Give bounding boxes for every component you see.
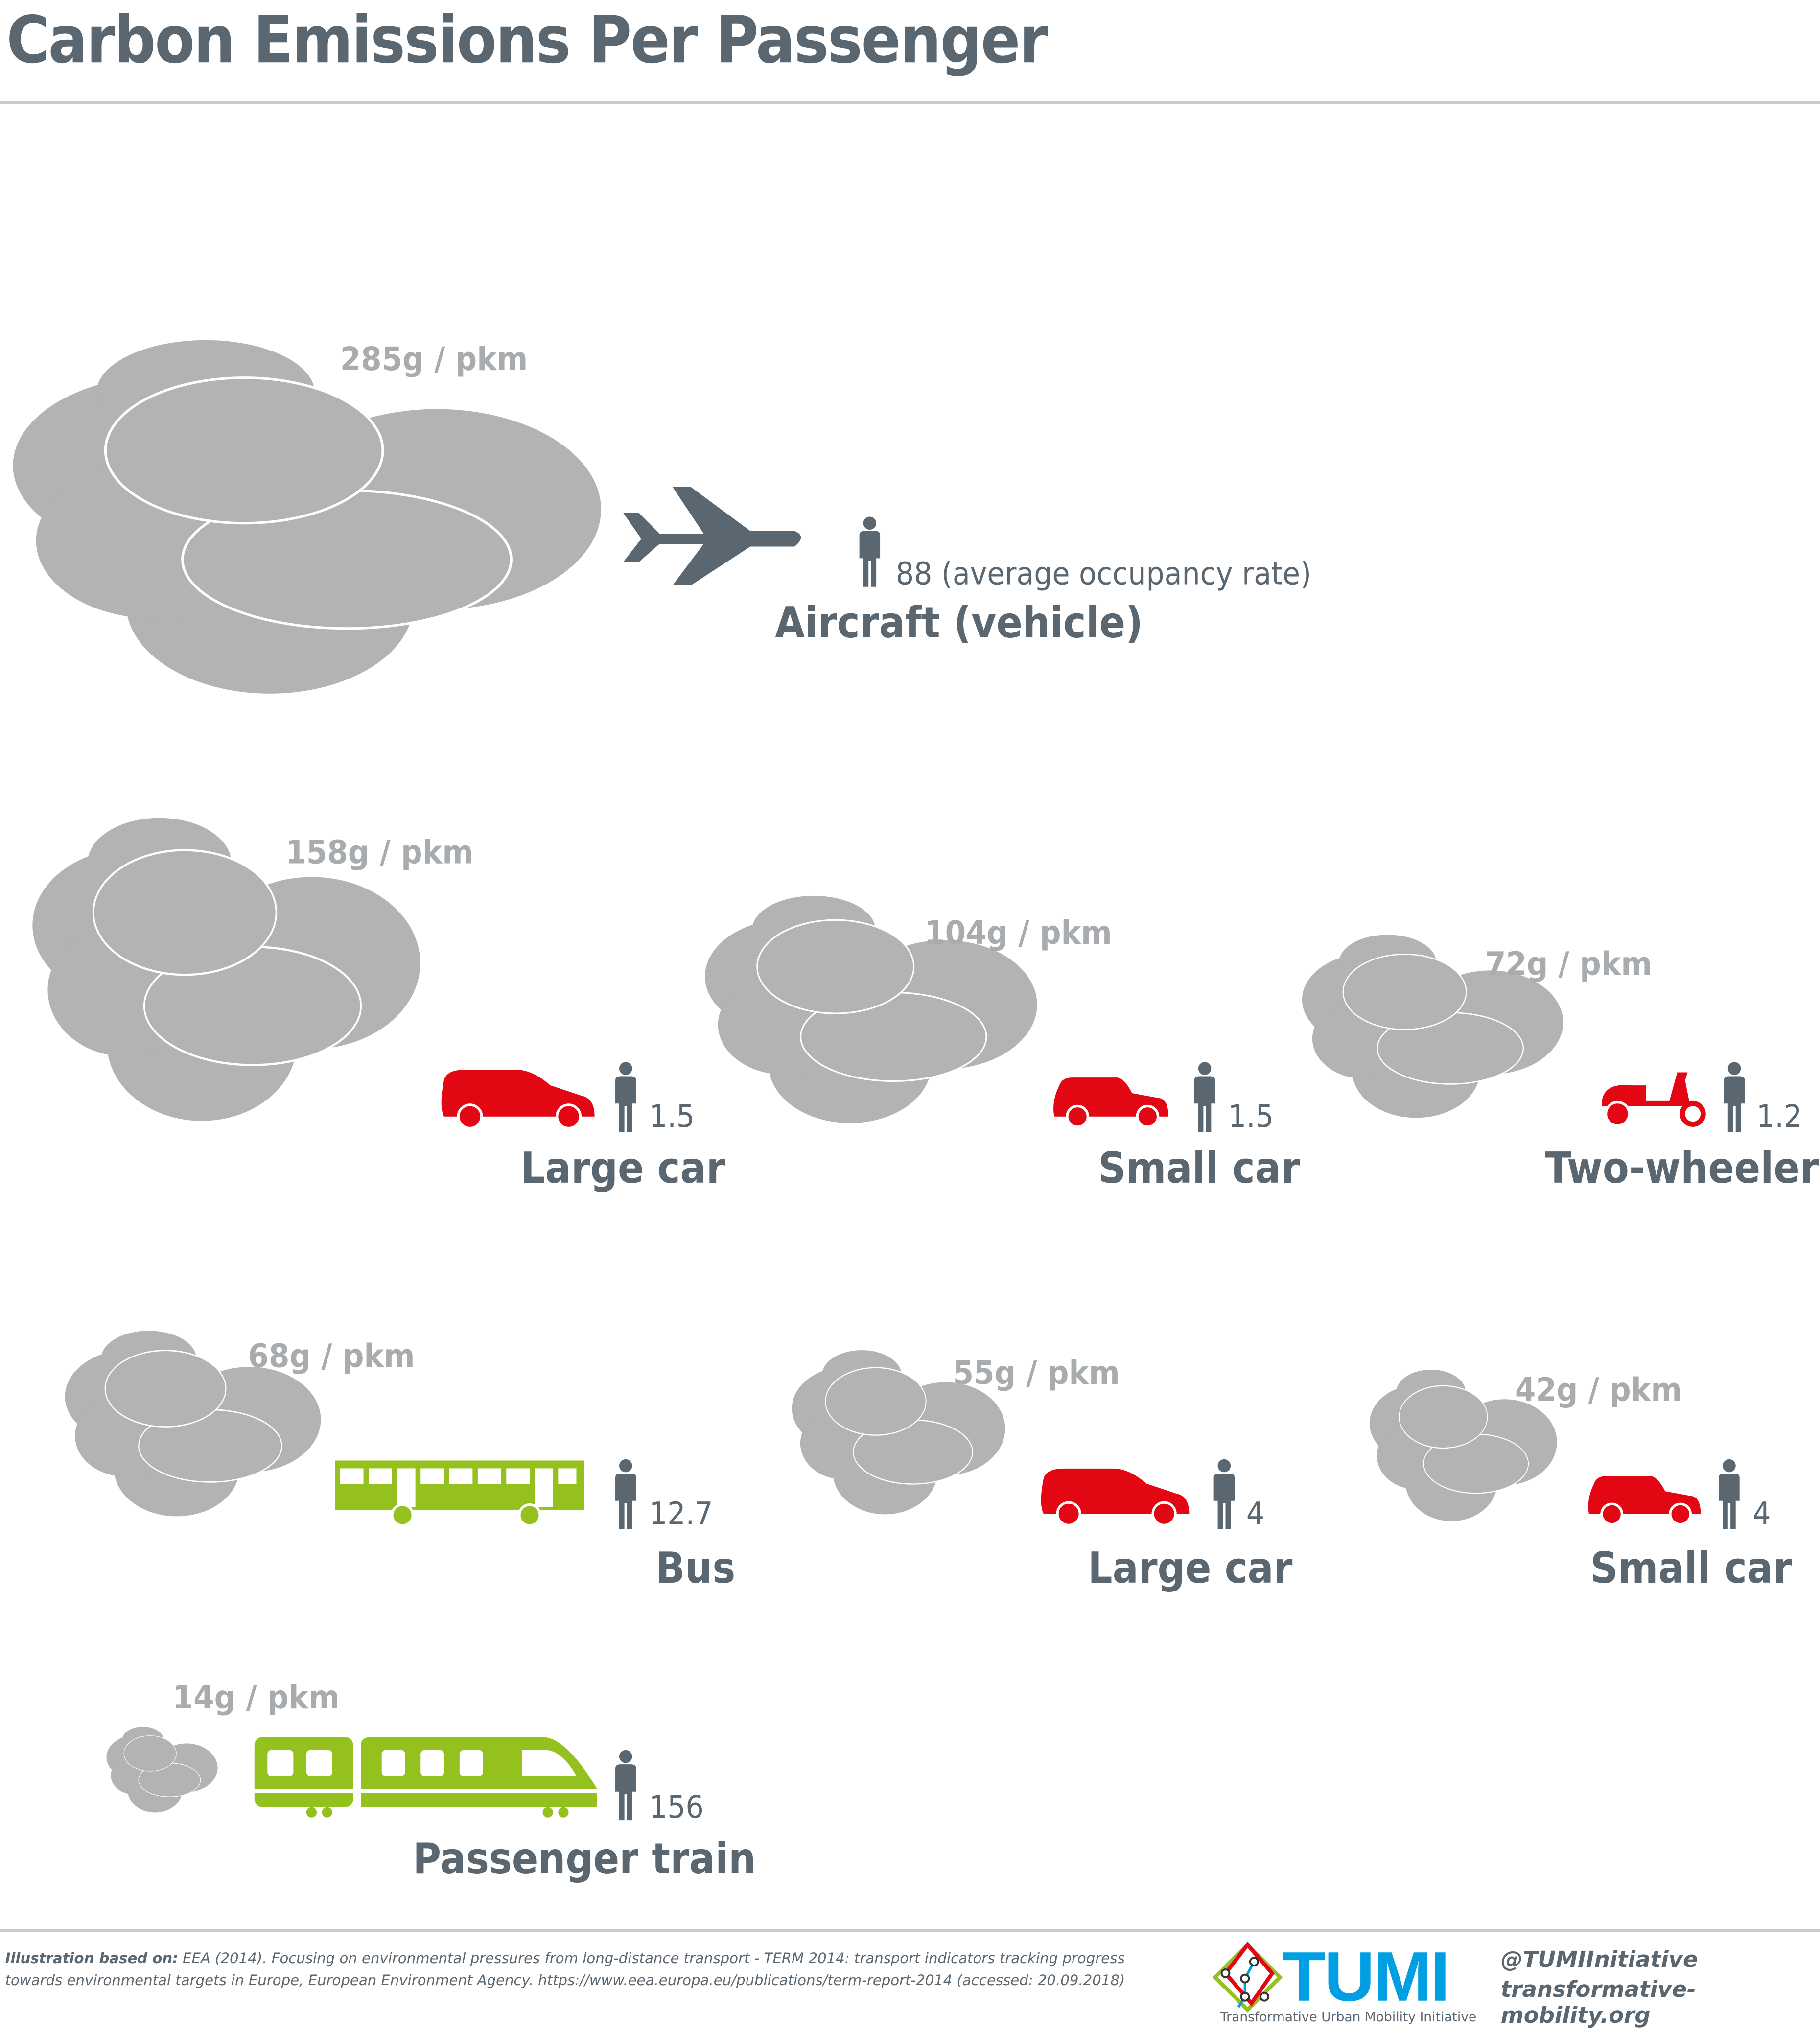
person-icon [615,1750,636,1821]
person-icon [1194,1062,1215,1132]
scooter-icon [1602,1072,1706,1127]
emission-value: 72g / pkm [1485,945,1652,983]
person-icon [1724,1062,1745,1132]
person-icon [859,516,881,587]
transport-mode-name: Passenger train [413,1833,756,1884]
occupancy-value: 12.7 [649,1496,713,1532]
page-title: Carbon Emissions Per Passenger [6,2,1048,78]
emission-cloud-icon [106,1726,218,1813]
person-icon [615,1459,636,1530]
person-icon [615,1062,636,1132]
transport-mode-name: Large car [1088,1542,1293,1593]
small-car-icon [1588,1476,1701,1526]
train-icon [254,1737,597,1818]
person-icon [1213,1459,1235,1530]
bus-icon [335,1460,584,1527]
tumi-logo-text: TUMI [1283,1938,1450,2016]
occupancy-value: 1.5 [1228,1098,1274,1135]
transport-mode-name: Two-wheeler [1544,1142,1819,1194]
emission-cloud-icon [13,340,604,704]
emission-value: 68g / pkm [248,1337,415,1375]
tumi-logo-icon [1212,1942,1283,2013]
occupancy-value: 156 [649,1789,704,1825]
emission-value: 104g / pkm [924,914,1112,952]
transport-mode-name: Small car [1590,1542,1792,1593]
emission-value: 285g / pkm [340,340,528,378]
emission-value: 42g / pkm [1515,1371,1682,1409]
twitter-handle[interactable]: @TUMIInitiative [1500,1947,1698,1974]
airplane-icon [623,487,801,586]
transport-mode-name: Aircraft (vehicle) [775,597,1143,648]
tumi-logo-subtitle: Transformative Urban Mobility Initiative [1220,2011,1477,2026]
occupancy-value: 1.5 [649,1098,695,1135]
emission-value: 158g / pkm [285,833,473,871]
large-car-icon [1041,1468,1190,1526]
occupancy-value: 4 [1246,1496,1265,1532]
emission-value: 55g / pkm [953,1354,1120,1392]
person-icon [1719,1459,1740,1530]
occupancy-value: 4 [1752,1496,1771,1532]
transport-mode-name: Large car [520,1142,725,1194]
emission-value: 14g / pkm [172,1679,340,1716]
website-link[interactable]: transformative-mobility.org [1500,1977,1696,2030]
transport-mode-name: Small car [1098,1142,1300,1194]
header-divider [0,101,1820,104]
large-car-icon [441,1070,595,1130]
occupancy-value: 1.2 [1756,1098,1802,1135]
transport-mode-name: Bus [655,1542,736,1593]
source-citation: Illustration based on: EEA (2014). Focus… [5,1947,1174,1991]
source-label: Illustration based on: [5,1950,178,1967]
footer-divider [0,1929,1820,1932]
small-car-icon [1053,1077,1168,1128]
occupancy-value: 88 (average occupancy rate) [895,556,1311,592]
source-text: EEA (2014). Focusing on environmental pr… [5,1950,1125,1989]
